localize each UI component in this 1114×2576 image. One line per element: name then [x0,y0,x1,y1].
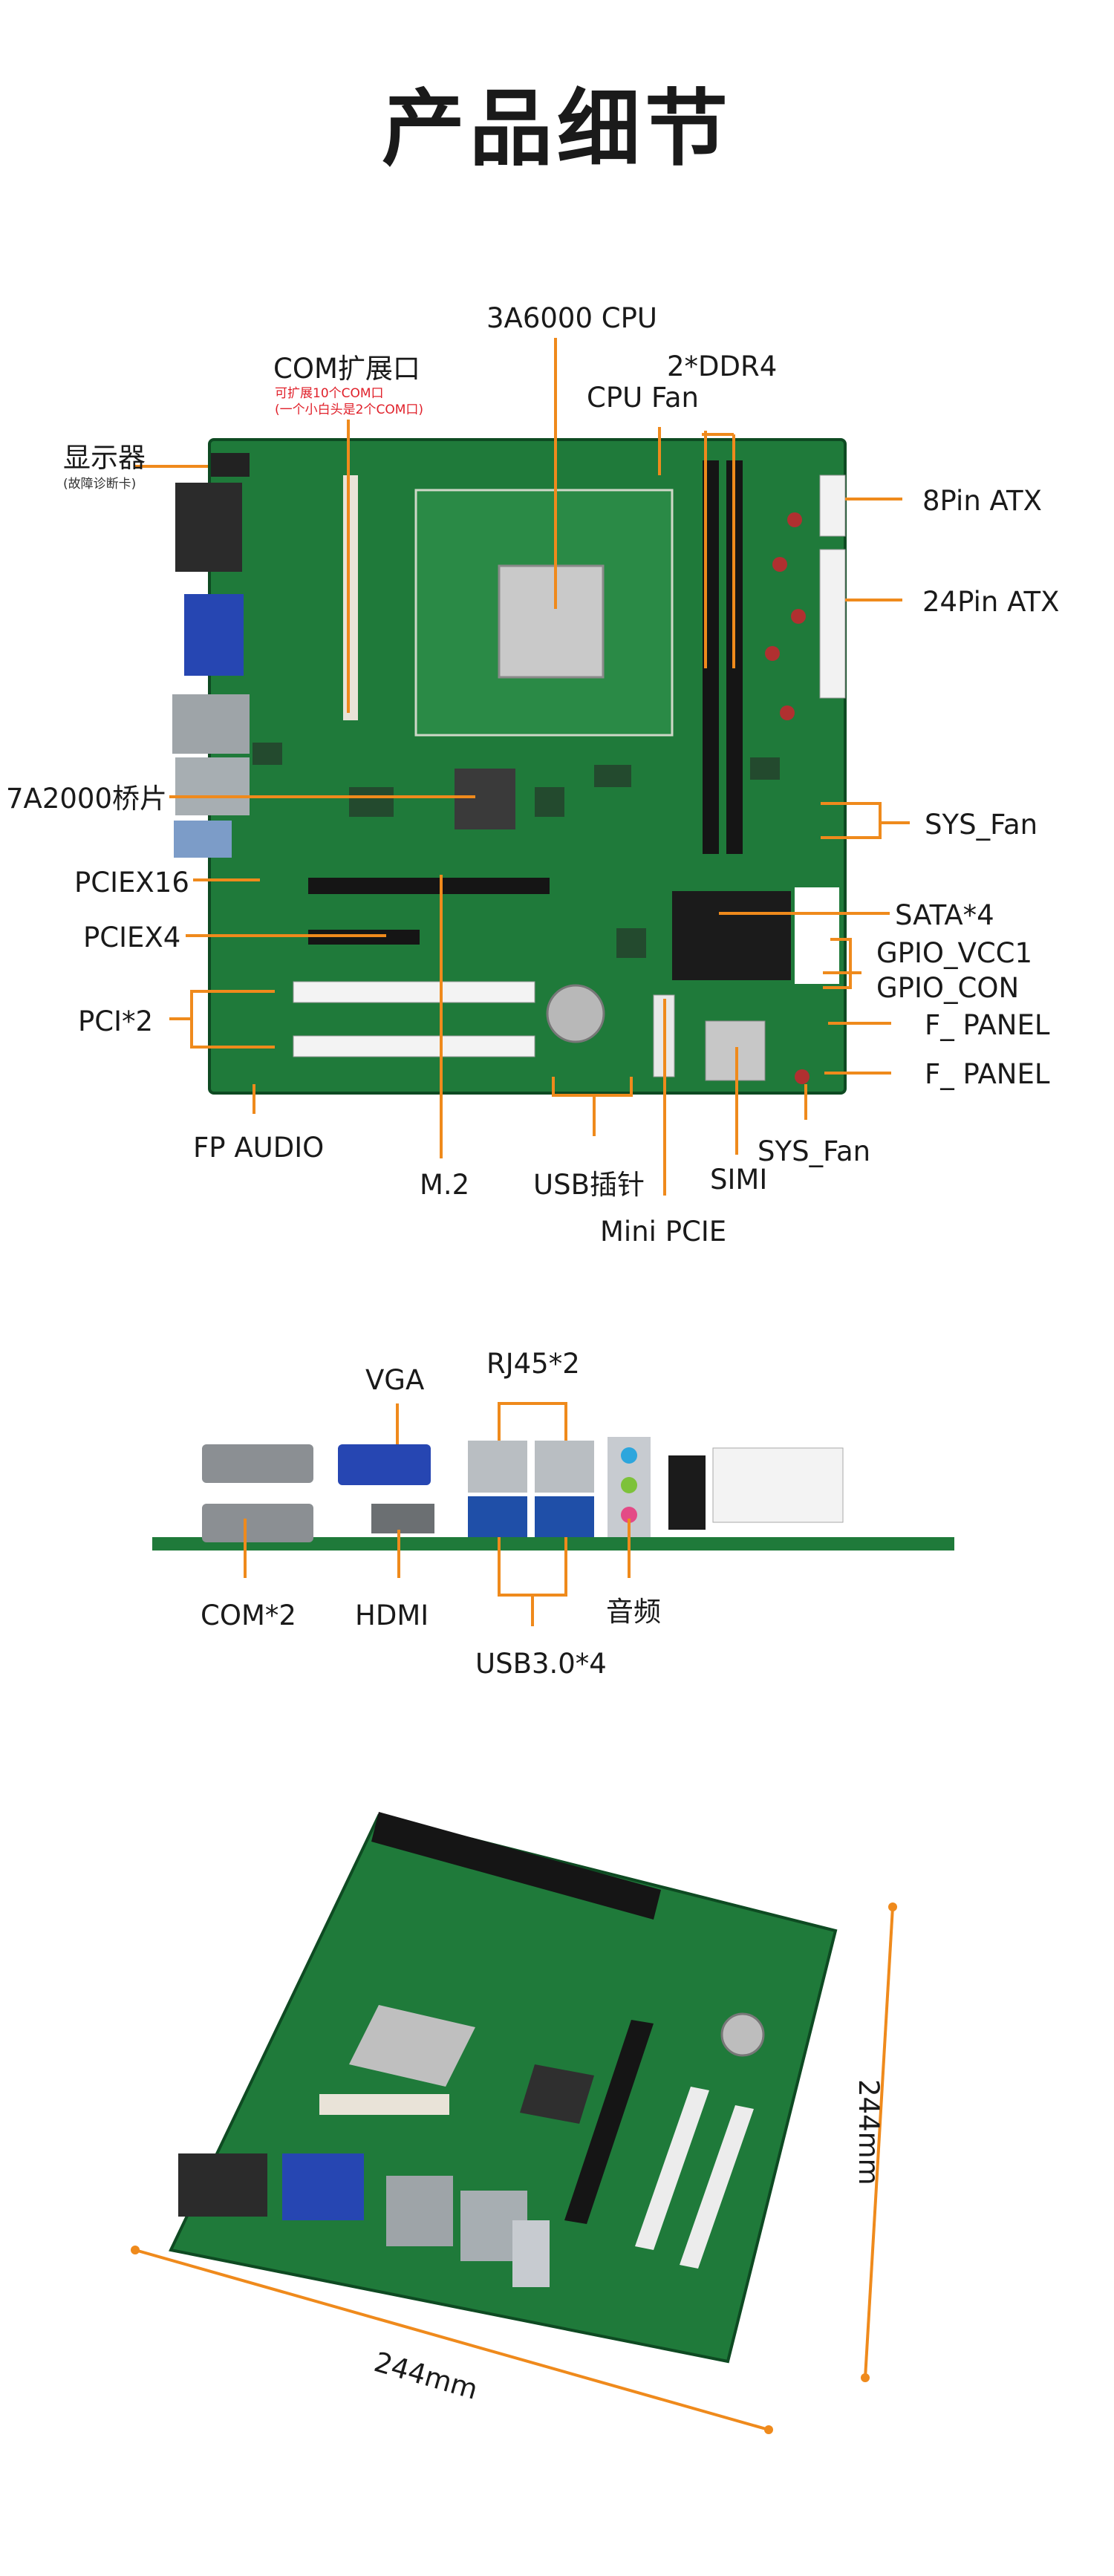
label-f-panel-1: F_ PANEL [925,1009,1050,1041]
label-vga: VGA [365,1364,425,1396]
label-com-ext: COM扩展口 [273,353,420,385]
label-rj45: RJ45*2 [486,1348,580,1380]
label-pciex4: PCIEX4 [83,922,181,953]
label-atx24: 24Pin ATX [922,586,1060,618]
label-gpio-vcc: GPIO_VCC1 [876,937,1033,969]
label-m2: M.2 [420,1169,470,1201]
label-dim-height: 244mm [853,2079,885,2185]
page-title: 产品细节 [382,81,732,177]
label-bridge: 7A2000桥片 [6,783,168,815]
label-display: 显示器 [63,442,146,474]
callout-lines [134,338,910,1626]
label-sys-fan-bottom: SYS_Fan [758,1135,871,1167]
label-f-panel-2: F_ PANEL [925,1058,1050,1090]
label-audio: 音频 [606,1596,661,1628]
label-simi: SIMI [710,1164,768,1196]
label-sys-fan-right: SYS_Fan [925,809,1038,841]
label-com2: COM*2 [201,1600,296,1631]
label-cpu-fan: CPU Fan [587,382,699,414]
label-gpio-con: GPIO_CON [876,972,1020,1004]
label-cpu: 3A6000 CPU [486,302,658,334]
motherboard-top-photo [172,438,847,1095]
label-com-ext-note2: (一个小白头是2个COM口) [275,402,423,417]
motherboard-io-photo [152,1437,954,1551]
label-fp-audio: FP AUDIO [193,1132,325,1164]
label-pci2: PCI*2 [78,1005,154,1037]
label-hdmi: HDMI [355,1600,429,1631]
label-pciex16: PCIEX16 [74,867,189,899]
label-com-ext-note1: 可扩展10个COM口 [275,386,384,401]
motherboard-3d-photo [169,1812,838,2364]
label-atx8: 8Pin ATX [922,485,1042,517]
label-mini-pcie: Mini PCIE [600,1216,727,1248]
label-usb-header: USB插针 [533,1169,645,1201]
dimension-lines [131,1902,897,2434]
label-display-note: (故障诊断卡) [63,477,137,492]
label-ddr: 2*DDR4 [667,350,778,382]
label-usb3: USB3.0*4 [475,1648,607,1680]
label-sata: SATA*4 [895,899,994,931]
